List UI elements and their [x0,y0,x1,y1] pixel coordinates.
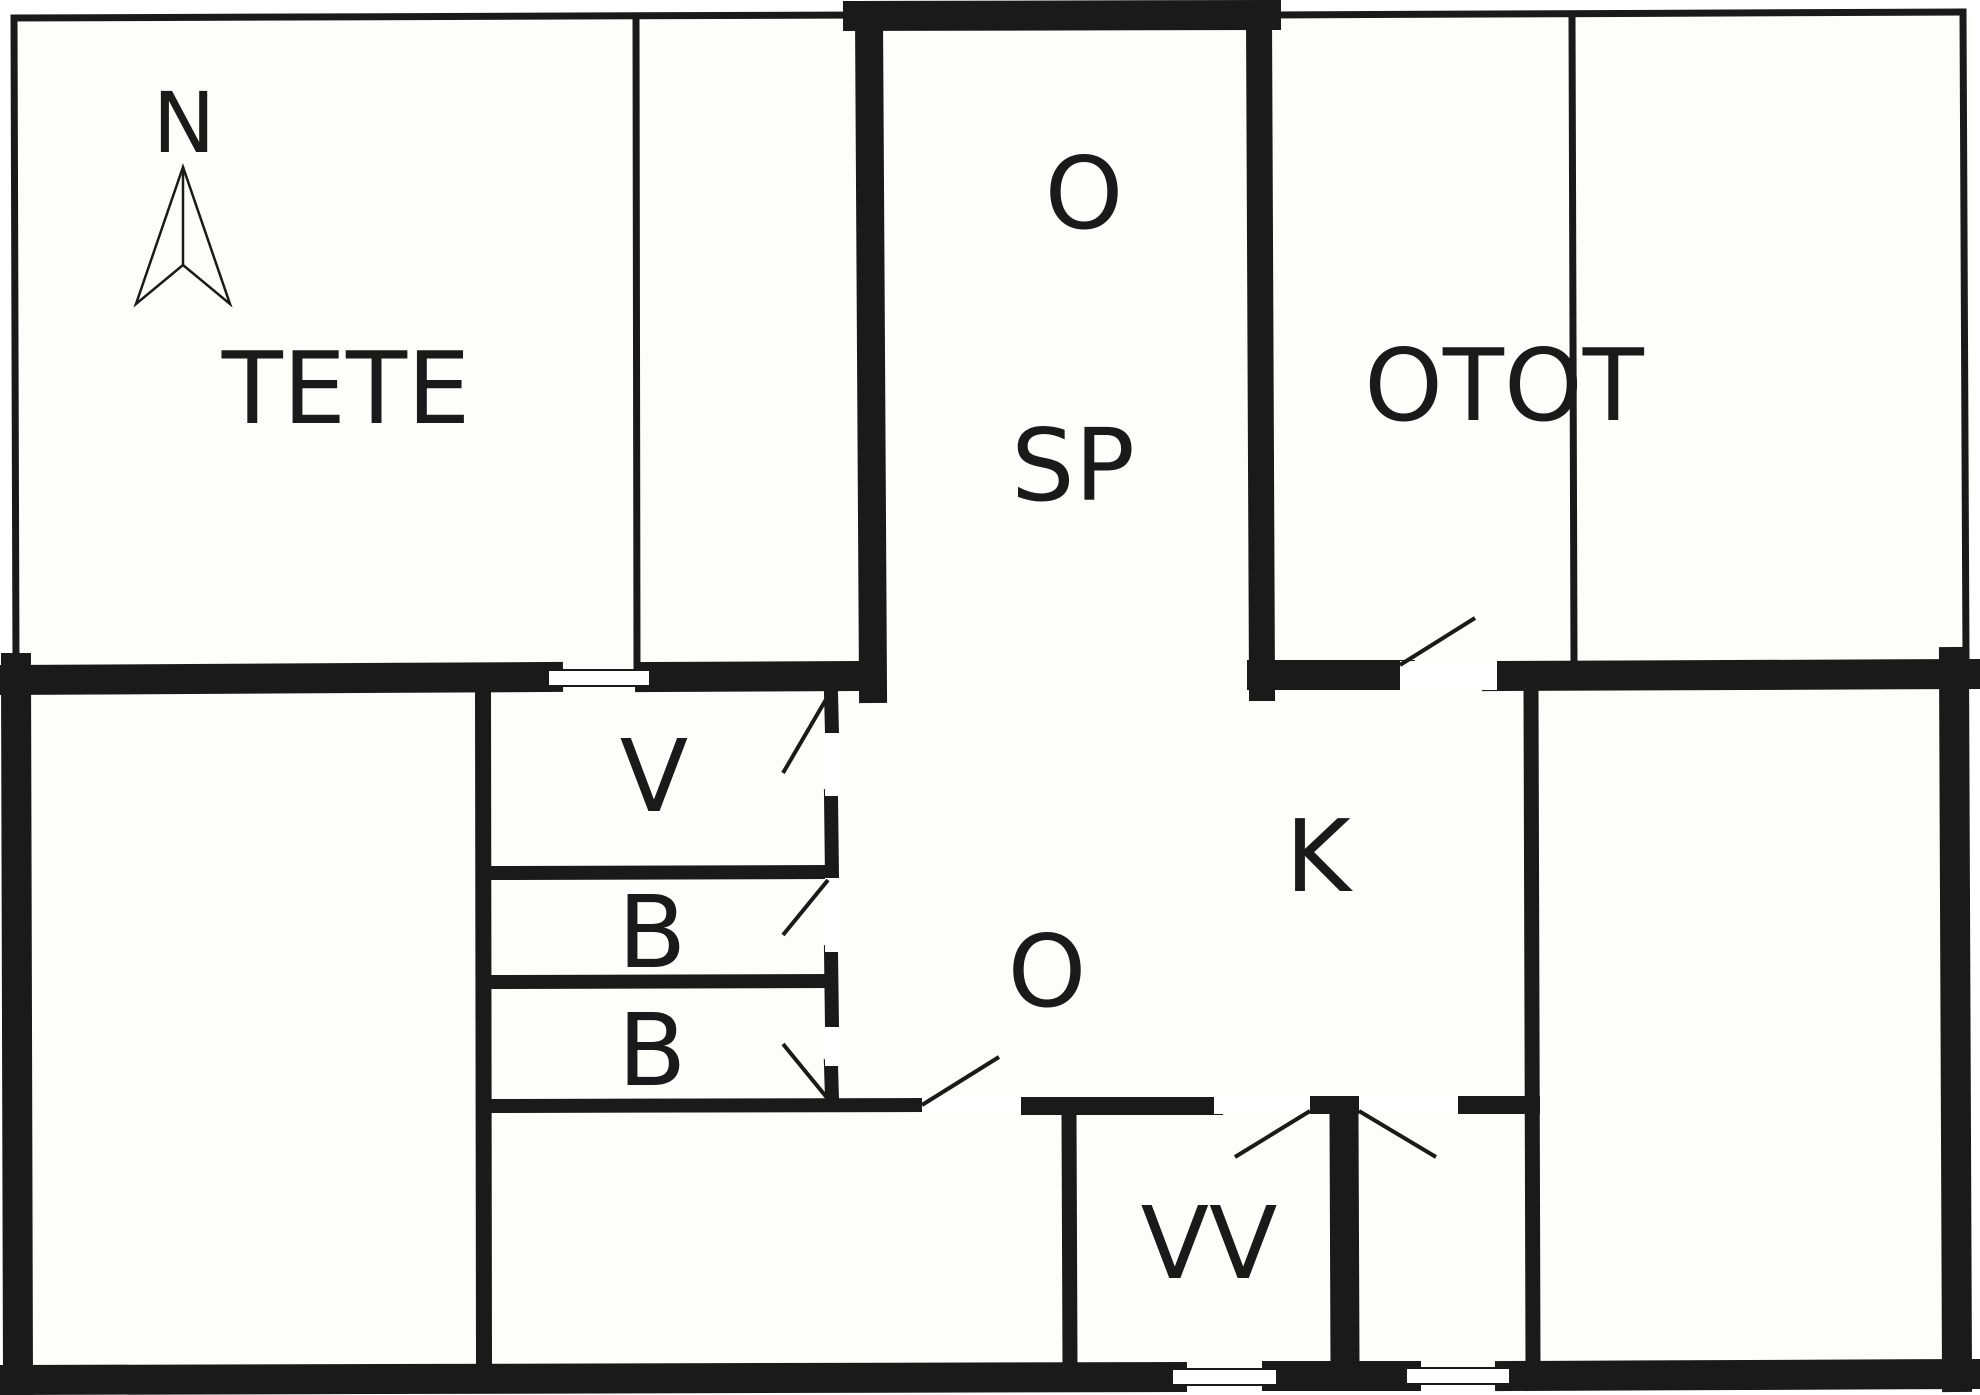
room-label-tete: TETE [221,330,471,447]
wall [1061,1105,1078,1374]
wall [1568,11,1578,666]
wall [842,0,1282,32]
room-label-b-2: B [618,992,687,1109]
wall [823,685,840,741]
room-label-k: K [1285,798,1353,915]
wall [0,1361,1188,1395]
windows [547,669,1511,1386]
window [547,669,651,687]
floor-upper-middle [870,17,1275,697]
door-swing [1398,616,1477,667]
door-gaps [825,661,1497,1115]
wall [1329,1105,1346,1374]
door-swing [1233,1109,1312,1159]
north-label: N [153,74,216,172]
wall [1262,8,1967,19]
room-label-o-bottom: O [1008,913,1087,1030]
door-gap [825,1027,840,1066]
wall [10,11,866,22]
room-label-o-top: O [1045,135,1124,252]
window [1405,1367,1511,1385]
room-label-v: V [620,718,688,835]
wall [823,788,840,886]
floor-lower [10,665,1968,1387]
wall [854,1,888,704]
wall [10,14,20,672]
door-gap [1400,661,1497,690]
room-label-b-1: B [618,874,687,991]
wall [1343,1105,1360,1374]
wall [0,652,34,1395]
door-swing [920,1055,1001,1107]
wall [823,944,840,1035]
wall [632,14,641,670]
wall [634,660,884,693]
door-swing [781,694,830,775]
wall [483,973,834,990]
room-label-sp: SP [1011,407,1135,524]
wall [1523,682,1541,1374]
door-gap [825,733,840,796]
wall [0,661,564,696]
wall [1494,1358,1980,1392]
door-gap [1359,1096,1458,1114]
wall [483,1097,930,1114]
door-swings [781,616,1477,1159]
floor-upper-left [14,17,860,677]
window [1171,1368,1278,1386]
door-swing [1357,1109,1438,1159]
wall [823,1058,840,1107]
door-gap [922,1097,1021,1115]
wall [1245,2,1276,702]
wall [483,864,834,881]
door-swing [781,1042,830,1101]
wall [1959,8,1970,666]
door-swing [781,878,830,937]
wall [1481,658,1980,692]
room-label-otot: OTOT [1364,327,1645,444]
room-label-vv: VV [1141,1185,1278,1302]
floor-upper-right [1265,14,1971,679]
door-gap [825,878,840,952]
north-arrow-icon [133,163,233,308]
wall [474,681,493,1377]
door-gap [1214,1096,1310,1114]
wall [1938,646,1973,1393]
